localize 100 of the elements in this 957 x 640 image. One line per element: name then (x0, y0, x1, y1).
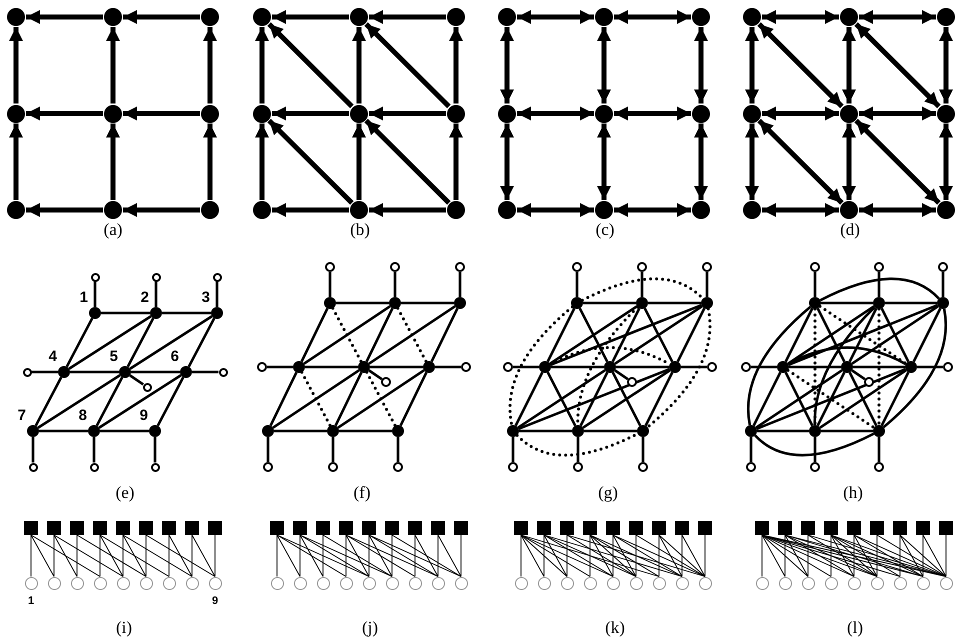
graph-node (636, 297, 648, 309)
graph-node (454, 297, 466, 309)
graph-node (595, 8, 613, 26)
graph-node (840, 8, 858, 26)
dotted-line (580, 277, 704, 302)
edge-line (30, 534, 32, 577)
edge-line (590, 534, 636, 577)
graph-node (595, 104, 613, 122)
edge-line (762, 534, 786, 577)
graph-node (447, 8, 465, 26)
terminal-node (142, 382, 152, 392)
edge-line (566, 534, 636, 577)
edge-line (100, 534, 170, 577)
arrow (352, 124, 366, 200)
square-node (185, 521, 199, 535)
edge-line (821, 302, 873, 304)
edge-line (154, 282, 158, 307)
terminal-node (746, 462, 756, 472)
terminal-node (381, 377, 391, 387)
edge-line (584, 430, 637, 432)
panel-label: (b) (350, 221, 370, 238)
terminal-node (28, 462, 38, 472)
graph-node (293, 361, 305, 373)
square-node (939, 521, 953, 535)
edge-line (346, 534, 370, 577)
edge-line (762, 534, 832, 577)
terminal-node (503, 362, 513, 372)
edge-line (94, 282, 96, 307)
edge-line (590, 534, 614, 577)
terminal-node (22, 368, 32, 376)
terminal-node (461, 362, 471, 372)
edge-line (830, 534, 878, 577)
arrow (842, 27, 856, 104)
graph-node (637, 425, 649, 437)
arrow (267, 118, 354, 205)
dotted-line (396, 306, 428, 364)
terminal-node (943, 362, 953, 372)
graph-node (937, 297, 949, 309)
panel-label: (k) (605, 619, 625, 636)
graph-node (350, 201, 368, 219)
edge-line (392, 534, 462, 577)
arrow (939, 27, 953, 104)
edge-line (368, 534, 392, 577)
terminal-node (864, 377, 874, 387)
panel-label: (c) (596, 221, 614, 238)
graph-node (104, 201, 122, 219)
edge-line (580, 372, 608, 426)
arrow (203, 27, 217, 104)
edge-line (612, 534, 706, 577)
graph-node (841, 361, 853, 373)
terminal-node (455, 262, 465, 272)
edge-line (544, 534, 636, 577)
square-node (698, 521, 712, 535)
graph-node (201, 104, 219, 122)
arrow (842, 124, 856, 200)
edge-line (368, 534, 370, 577)
terminal-node (707, 362, 717, 372)
edge-line (658, 534, 682, 577)
arrow (597, 27, 611, 104)
edge-line (682, 534, 706, 577)
edge-line (851, 369, 866, 380)
edge-line (337, 369, 425, 429)
edge-line (751, 366, 777, 368)
edge-line (30, 534, 54, 577)
edge-line (513, 366, 539, 368)
terminal-node (637, 262, 647, 272)
graph-node (327, 425, 339, 437)
graph-node (423, 361, 435, 373)
arrow (859, 203, 936, 217)
square-node (755, 521, 769, 535)
square-node (293, 521, 307, 535)
edge-line (612, 534, 682, 577)
square-node (362, 521, 376, 535)
arrow (369, 106, 446, 120)
edge-line (34, 376, 62, 426)
arrow (757, 22, 844, 108)
graph-node (937, 201, 955, 219)
terminal-node (627, 377, 637, 387)
dotted-line (786, 368, 876, 430)
edge-line (922, 534, 924, 577)
edge-line (900, 534, 924, 577)
arrow (26, 203, 103, 217)
square-node (514, 521, 528, 535)
graph-node (201, 8, 219, 26)
edge-line (126, 318, 154, 368)
arrow (26, 10, 103, 24)
node-number: 4 (48, 349, 57, 364)
graph-node (539, 361, 551, 373)
arrow (614, 10, 691, 24)
edge-line (517, 369, 606, 429)
edge-line (399, 372, 428, 426)
edge-line (168, 534, 170, 577)
edge-line (300, 534, 324, 577)
edge-line (520, 534, 568, 577)
arrow (272, 10, 349, 24)
square-node (870, 521, 884, 535)
graph-node (777, 361, 789, 373)
edge-line (332, 437, 334, 462)
edge-line (401, 302, 454, 304)
edge-line (784, 534, 854, 577)
